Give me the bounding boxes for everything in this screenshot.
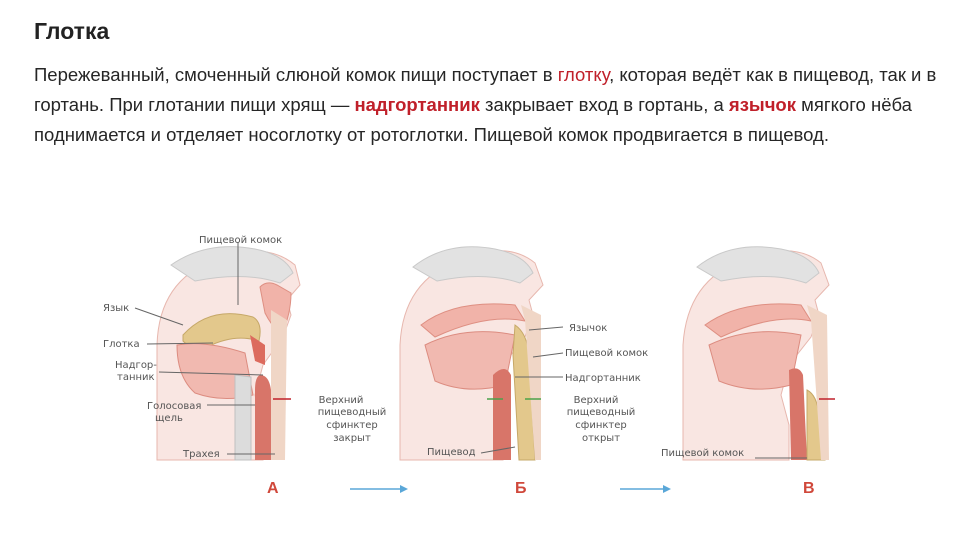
label-sph-b-4: открыт (582, 433, 620, 444)
label-epiglottis-b: Надгортанник (565, 373, 641, 384)
panel-c: Пищевой комок В (661, 247, 835, 497)
para-text-1: Пережеванный, смоченный слюной комок пищ… (34, 64, 558, 85)
swallowing-diagram: Пищевой комок Язык Глотка Надгор- танник… (95, 225, 865, 510)
tongue-c (709, 332, 801, 390)
label-sph-a-1: Верхний (319, 395, 364, 406)
label-esophagus: Пищевод (427, 447, 476, 458)
keyword-pharynx: глотку (558, 64, 609, 85)
esophagus-a (255, 375, 271, 460)
label-glottis-1: Голосовая (147, 401, 201, 412)
label-trachea: Трахея (182, 449, 220, 460)
para-text-3: закрывает вход в гортань, а (480, 94, 729, 115)
slide-title: Глотка (34, 18, 109, 45)
label-sph-b-3: сфинктер (575, 420, 626, 431)
panel-letter-b: Б (515, 480, 527, 497)
label-uvula: Язычок (569, 323, 607, 334)
trachea-a (235, 375, 251, 460)
label-sph-b-1: Верхний (574, 395, 619, 406)
label-epiglottis-a-1: Надгор- (115, 360, 157, 371)
panel-b: Язычок Пищевой комок Надгортанник Верхни… (400, 247, 648, 497)
label-sph-a-2: пищеводный (318, 407, 386, 418)
esophagus-b (493, 369, 511, 460)
label-bolus-b: Пищевой комок (565, 348, 648, 359)
label-sph-b-2: пищеводный (567, 407, 635, 418)
panel-letter-c: В (803, 480, 815, 497)
flow-arrowhead-1 (400, 485, 408, 493)
panel-letter-a: А (267, 480, 279, 497)
label-epiglottis-a-2: танник (117, 372, 155, 383)
label-glottis-2: щель (155, 413, 183, 424)
label-pharynx: Глотка (103, 339, 140, 350)
label-sph-a-4: закрыт (333, 433, 371, 444)
keyword-epiglottis: надгортанник (354, 94, 479, 115)
slide-paragraph: Пережеванный, смоченный слюной комок пищ… (34, 60, 939, 150)
esophagus-c (789, 368, 807, 460)
keyword-uvula: язычок (729, 94, 796, 115)
label-sph-a-3: сфинктер (326, 420, 377, 431)
panel-a: Пищевой комок Язык Глотка Надгор- танник… (103, 235, 386, 497)
label-bolus-c: Пищевой комок (661, 448, 744, 459)
flow-arrowhead-2 (663, 485, 671, 493)
spine-a (271, 310, 287, 460)
label-bolus-a: Пищевой комок (199, 235, 282, 246)
label-tongue: Язык (103, 303, 129, 314)
